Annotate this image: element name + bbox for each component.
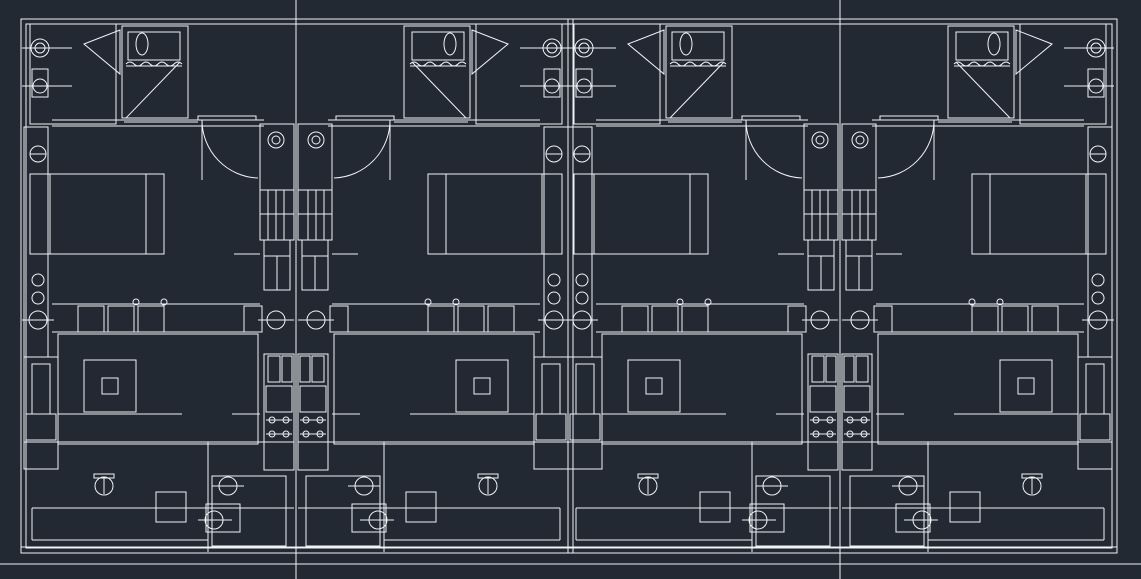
building-outline (20, 18, 1118, 554)
unit-4 (841, 23, 1115, 553)
unit-2 (297, 23, 571, 553)
unit-1 (21, 23, 295, 553)
unit-3 (565, 23, 839, 553)
